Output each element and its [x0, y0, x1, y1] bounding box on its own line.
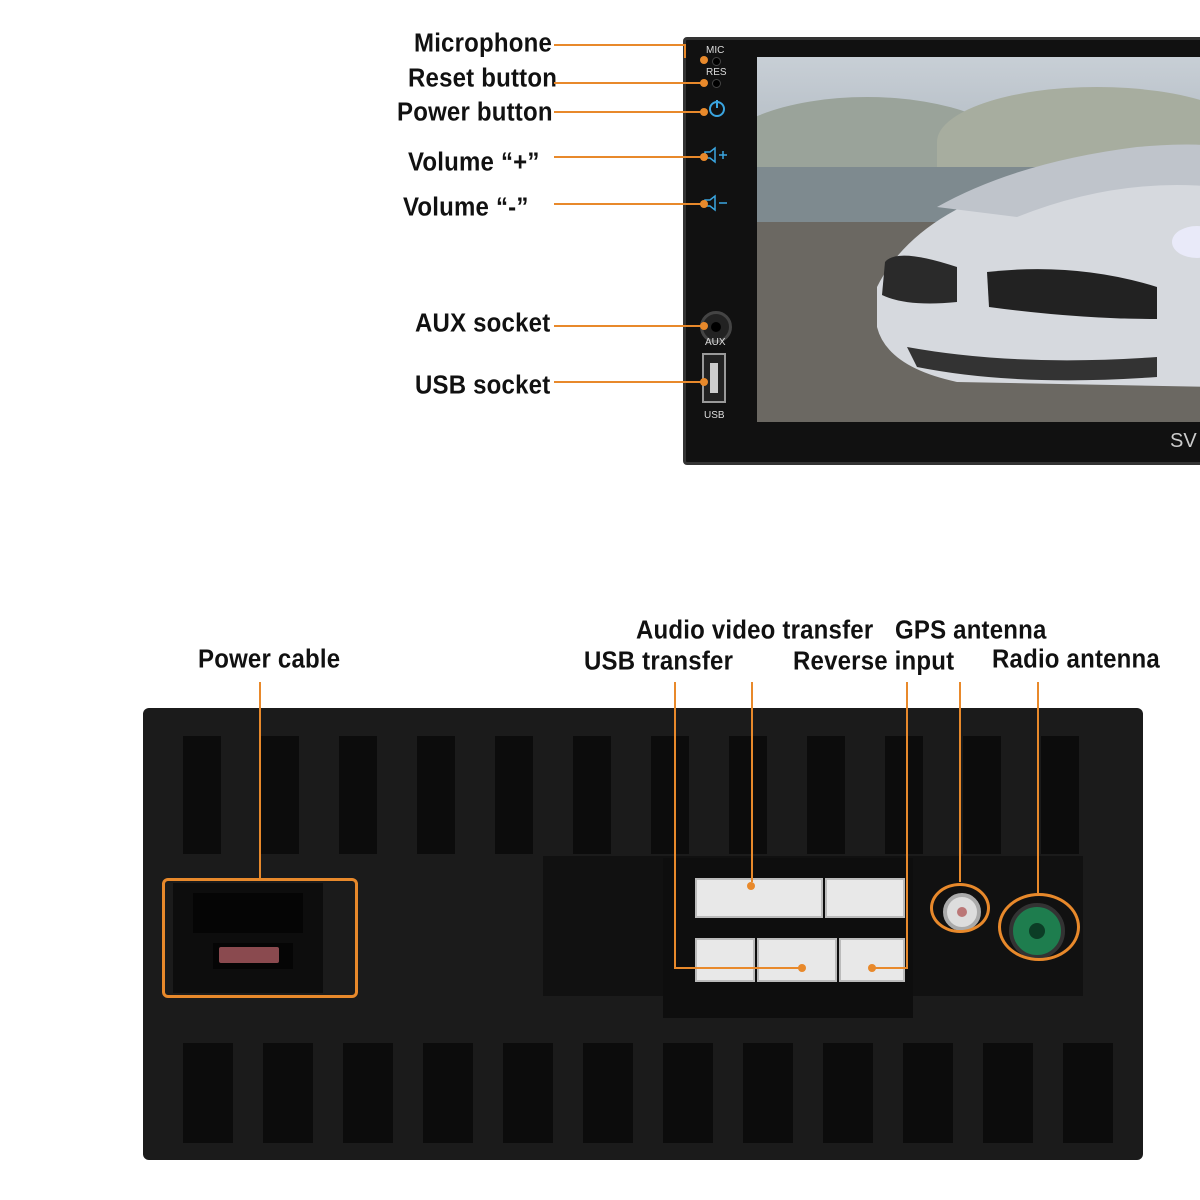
cooling-fin [183, 736, 221, 854]
leader-line [554, 44, 684, 46]
callout-usb: USB socket [415, 370, 551, 401]
cooling-fin [503, 1043, 553, 1143]
gps-antenna-highlight [930, 883, 990, 933]
head-unit-rear-chassis [143, 708, 1143, 1160]
leader-line [872, 967, 908, 969]
leader-line [554, 203, 704, 205]
cooling-fin [1063, 1043, 1113, 1143]
power-cable-highlight [162, 878, 358, 998]
reverse-input-connector[interactable] [839, 938, 905, 982]
cooling-fin [495, 736, 533, 854]
callout-volume-down: Volume “-” [403, 192, 529, 223]
callout-power-cable: Power cable [198, 644, 341, 675]
brand-text: SV [1170, 430, 1197, 452]
fuse-slot [213, 943, 293, 969]
leader-line [554, 325, 704, 327]
callout-dot [868, 964, 876, 972]
callout-reset: Reset button [408, 63, 558, 94]
fuse [219, 947, 279, 963]
usb-transfer-connector[interactable] [695, 938, 755, 982]
callout-power: Power button [397, 97, 553, 128]
cooling-fin [729, 736, 767, 854]
cooling-fin [583, 1043, 633, 1143]
iso-pin-block [193, 893, 303, 933]
leader-line [674, 967, 804, 969]
callout-dot [700, 378, 708, 386]
callout-gps-antenna: GPS antenna [895, 615, 1047, 646]
leader-line [959, 682, 961, 882]
cooling-fin [423, 1043, 473, 1143]
callout-dot [798, 964, 806, 972]
aux-socket[interactable] [700, 311, 732, 343]
callout-dot [700, 79, 708, 87]
callout-microphone: Microphone [414, 28, 552, 59]
cooling-fin [263, 1043, 313, 1143]
res-label: RES [706, 67, 727, 78]
radio-antenna-highlight [998, 893, 1080, 961]
leader-line [554, 381, 704, 383]
microphone-hole [712, 57, 721, 66]
leader-line [259, 682, 261, 878]
leader-line [554, 111, 704, 113]
cooling-fin [663, 1043, 713, 1143]
cooling-fin [983, 1043, 1033, 1143]
cooling-fin [963, 736, 1001, 854]
callout-dot [700, 153, 708, 161]
callout-dot [700, 56, 708, 64]
leader-line [554, 156, 704, 158]
callout-usb-transfer: USB transfer [584, 646, 734, 677]
cooling-fin [343, 1043, 393, 1143]
car-illustration [877, 144, 1200, 387]
cooling-fin [183, 1043, 233, 1143]
cooling-fin [903, 1043, 953, 1143]
callout-radio-antenna: Radio antenna [992, 644, 1160, 675]
aux-label: AUX [705, 337, 726, 348]
leader-line [1037, 682, 1039, 893]
cooling-fin [261, 736, 299, 854]
audio-video-connector-2[interactable] [825, 878, 905, 918]
callout-reverse-input: Reverse input [793, 646, 955, 677]
cooling-fin [743, 1043, 793, 1143]
display-screen [757, 57, 1200, 422]
mic-label: MIC [706, 45, 725, 56]
leader-line [751, 682, 753, 882]
cooling-fin [823, 1043, 873, 1143]
power-connector-housing [173, 883, 323, 993]
audio-video-connector[interactable] [695, 878, 823, 918]
cooling-fin [1041, 736, 1079, 854]
callout-dot [700, 108, 708, 116]
cooling-fin [417, 736, 455, 854]
usb-transfer-connector-2[interactable] [757, 938, 837, 982]
leader-line [906, 682, 908, 968]
callout-volume-up: Volume “+” [408, 147, 540, 178]
cooling-fin [807, 736, 845, 854]
cooling-fin [885, 736, 923, 854]
leader-line [674, 682, 676, 968]
callout-dot [700, 322, 708, 330]
power-icon[interactable] [706, 97, 728, 119]
callout-aux: AUX socket [415, 308, 551, 339]
reset-button[interactable] [712, 79, 721, 88]
leader-line [554, 82, 704, 84]
cooling-fin [339, 736, 377, 854]
usb-label: USB [704, 410, 725, 421]
leader-line [684, 44, 686, 58]
cooling-fin [573, 736, 611, 854]
callout-audio-video: Audio video transfer [636, 615, 874, 646]
callout-dot [700, 200, 708, 208]
callout-dot [747, 882, 755, 890]
cooling-fin [651, 736, 689, 854]
